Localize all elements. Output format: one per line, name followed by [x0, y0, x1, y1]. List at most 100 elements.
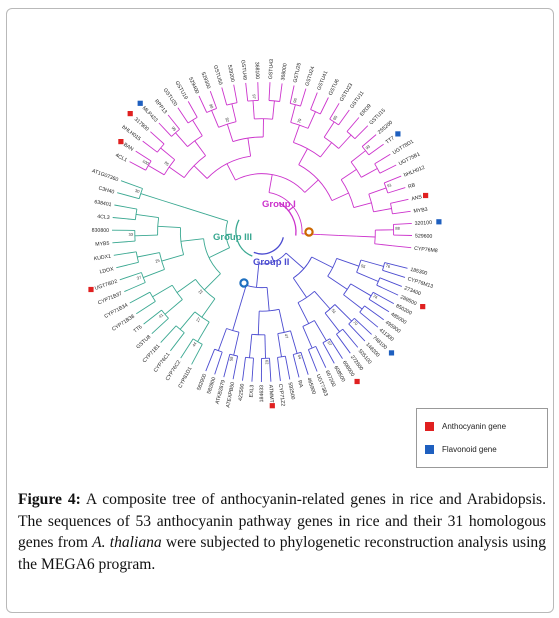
tree-branch	[323, 121, 335, 138]
anthocyanin-marker-icon	[425, 422, 434, 431]
tree-branch	[233, 84, 238, 103]
group-2-label: Group II	[253, 257, 289, 268]
tree-branch	[192, 119, 203, 136]
tree-arc	[235, 219, 253, 257]
tree-branch	[160, 325, 177, 343]
tree-branch	[368, 298, 390, 313]
tree-branch	[350, 283, 372, 297]
leaf-label: 529400	[187, 76, 200, 94]
tree-branch	[354, 317, 372, 335]
bootstrap-value: 88	[395, 226, 400, 231]
leaf-label: RA	[296, 380, 304, 389]
leaf-label: MLP423	[141, 105, 159, 123]
tree-branch	[319, 97, 329, 115]
leaf-label: CYP71Z2	[277, 384, 286, 407]
tree-arc	[226, 102, 238, 106]
leaf-label: GSTU49	[239, 60, 247, 81]
tree-branch	[307, 111, 316, 129]
tree-arc	[159, 252, 165, 270]
bootstrap-value: 47	[284, 333, 290, 339]
tree-branch	[217, 328, 227, 351]
tree-branch	[300, 88, 307, 107]
leaf-label: 582800	[206, 376, 217, 394]
tree-branch	[289, 85, 295, 104]
tree-branch	[300, 352, 309, 375]
leaf-label: RB	[407, 182, 416, 190]
tree-arc	[225, 220, 231, 248]
tree-branch	[170, 332, 185, 352]
tree-branch	[184, 206, 207, 215]
tree-branch	[252, 100, 255, 119]
tree-branch	[232, 307, 240, 331]
tree-branch	[142, 140, 158, 153]
leaf-label: CYP76C2	[165, 359, 183, 382]
leaf-label: CYP71B37	[97, 291, 123, 307]
tree-branch	[135, 150, 152, 162]
tree-branch	[176, 279, 196, 293]
bootstrap-value: 62	[265, 360, 270, 365]
group-1-root-node	[304, 227, 314, 237]
tree-branch	[342, 328, 359, 348]
leaf-label: 273400	[403, 285, 421, 297]
leaf-label: GSTU15	[368, 108, 387, 127]
tree-branch	[180, 238, 204, 242]
tree-branch	[364, 305, 384, 321]
tree-arc	[253, 237, 284, 255]
tree-branch	[112, 240, 136, 244]
anthocyanin-gene-marker	[423, 192, 429, 199]
tree-branch	[214, 351, 223, 375]
tree-branch	[266, 287, 270, 311]
tree-branch	[338, 109, 350, 126]
leaf-label: 320100	[415, 220, 433, 227]
leaf-label: 465900	[305, 377, 316, 395]
tree-arc	[214, 348, 223, 353]
leaf-label: MYB3	[413, 207, 428, 215]
tree-branch	[285, 252, 305, 269]
leaf-label: ATKB2879	[215, 379, 227, 405]
leaf-label: 317900	[133, 116, 150, 132]
tree-branch	[271, 255, 275, 263]
tree-branch	[277, 357, 281, 381]
tree-branch	[384, 175, 402, 184]
leaf-label: CYP76C1	[153, 352, 172, 374]
tree-branch	[148, 165, 165, 176]
tree-branch	[198, 95, 208, 113]
tree-arc	[157, 217, 160, 236]
tree-branch	[310, 92, 318, 110]
tree-branch	[150, 131, 165, 145]
tree-branch	[350, 150, 366, 163]
tree-branch	[129, 161, 146, 171]
bootstrap-value: 100	[142, 158, 151, 166]
leaf-label: EXL3	[249, 384, 256, 397]
tree-branch	[314, 320, 327, 342]
tree-branch	[392, 210, 411, 215]
bootstrap-value: 30	[134, 188, 140, 194]
tree-branch	[292, 124, 300, 143]
figure-caption: Figure 4: A composite tree of anthocyani…	[18, 489, 546, 575]
tree-branch	[368, 187, 387, 195]
tree-branch	[162, 200, 185, 208]
leaf-label: UGT78D2	[94, 279, 118, 292]
tree-branch	[292, 354, 300, 378]
tree-arc	[161, 309, 169, 319]
leaf-label: RPP13	[153, 99, 168, 116]
tree-branch	[360, 259, 384, 267]
tree-branch	[221, 87, 228, 106]
tree-branch	[205, 213, 228, 222]
tree-branch	[376, 284, 399, 296]
bootstrap-value: 22	[197, 288, 204, 295]
leaf-label: GSTU43	[268, 59, 275, 80]
bootstrap-value: 85	[164, 160, 171, 167]
tree-branch	[197, 321, 210, 342]
tree-branch	[256, 263, 260, 288]
tree-branch	[268, 174, 273, 193]
bootstrap-value: 74	[372, 293, 379, 300]
figure-frame	[6, 8, 554, 613]
tree-branch	[382, 269, 406, 278]
tree-branch	[373, 208, 392, 213]
caption-species: A. thaliana	[92, 534, 162, 551]
tree-arc	[382, 262, 386, 271]
leaf-label: 529600	[415, 233, 433, 239]
tree-branch	[137, 252, 160, 258]
tree-branch	[231, 103, 237, 122]
